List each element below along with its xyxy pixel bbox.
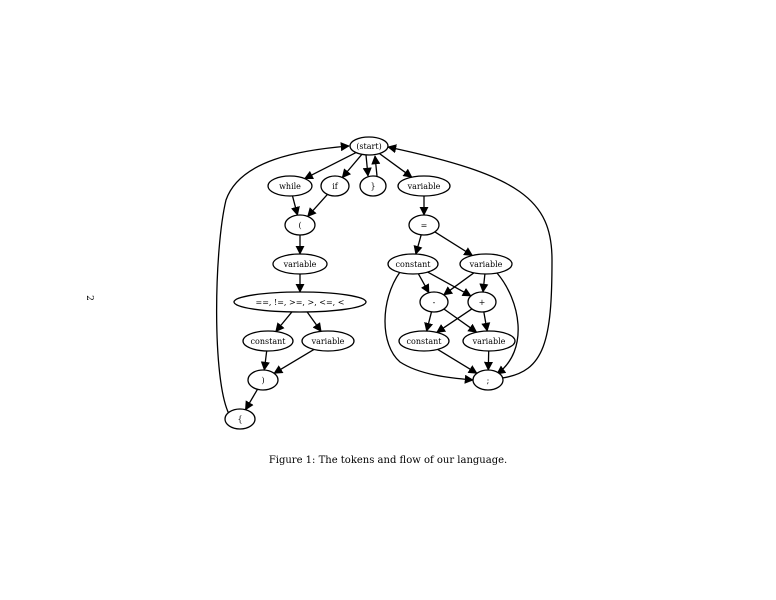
edge-rparen-to-lbrace — [244, 388, 259, 411]
node-var_top: variable — [397, 175, 451, 197]
edge-var_r1-to-minus — [443, 272, 475, 296]
node-const_l: constant — [242, 330, 294, 352]
edge-ops-to-const_l — [275, 311, 293, 333]
node-shape — [284, 214, 316, 236]
node-var_l: variable — [301, 330, 355, 352]
node-var_cond: variable — [272, 253, 328, 275]
node-label: constant — [396, 260, 432, 269]
node-label: constant — [251, 337, 287, 346]
edge-const_r1-to-semi — [384, 271, 474, 384]
edge-var_l-to-rparen — [273, 348, 315, 374]
node-shape — [472, 369, 504, 391]
node-var_r2: variable — [462, 330, 516, 352]
node-rparen: ) — [247, 369, 279, 391]
node-label: ==, !=, >=, >, <=, < — [256, 298, 345, 307]
node-minus: - — [419, 291, 449, 313]
node-label: - — [433, 298, 436, 307]
edge-eq-to-var_r1 — [434, 231, 474, 257]
node-start: (start) — [349, 136, 389, 156]
edge-start-to-if — [341, 153, 363, 179]
node-label: { — [237, 415, 242, 424]
node-lbrace: { — [224, 408, 256, 430]
node-label: (start) — [356, 142, 381, 151]
node-shape — [398, 330, 450, 352]
edge-minus-to-var_r2 — [443, 308, 478, 333]
node-label: ( — [298, 221, 301, 230]
figure-caption: Figure 1: The tokens and flow of our lan… — [268, 455, 508, 466]
node-label: while — [279, 182, 301, 191]
node-label: ) — [261, 376, 264, 385]
node-if: if — [320, 175, 350, 197]
node-shape — [408, 214, 440, 236]
node-shape — [397, 175, 451, 197]
node-while: while — [267, 175, 313, 197]
edge-ops-to-var_l — [306, 311, 322, 333]
node-shape — [301, 330, 355, 352]
node-var_r1: variable — [459, 253, 513, 275]
node-semi: ; — [472, 369, 504, 391]
node-label: } — [370, 182, 375, 191]
edges-layer — [215, 142, 553, 415]
node-label: + — [479, 298, 486, 307]
edge-semi-to-start — [387, 144, 553, 379]
node-const_r1: constant — [387, 253, 439, 275]
node-shape — [359, 175, 387, 197]
node-shape — [272, 253, 328, 275]
node-label: variable — [472, 337, 506, 346]
edge-rbrace-to-start — [371, 155, 381, 177]
edge-var_r1-to-semi — [496, 272, 519, 375]
edge-plus-to-var_r2 — [481, 311, 491, 332]
node-shape — [462, 330, 516, 352]
node-label: variable — [311, 337, 345, 346]
edge-var_r1-to-plus — [479, 273, 489, 293]
node-shape — [224, 408, 256, 430]
node-label: if — [332, 182, 339, 191]
node-shape — [233, 291, 367, 313]
edge-while-to-lparen — [291, 195, 300, 216]
nodes-layer: (start) while if} variable ( = variable constan… — [224, 136, 516, 430]
edge-const_r2-to-semi — [437, 348, 478, 374]
node-label: = — [421, 221, 428, 230]
node-shape — [387, 253, 439, 275]
node-ops: ==, !=, >=, >, <=, < — [233, 291, 367, 313]
node-shape — [459, 253, 513, 275]
node-shape — [349, 136, 389, 156]
node-shape — [320, 175, 350, 197]
edge-plus-to-const_r2 — [436, 308, 473, 333]
node-label: variable — [469, 260, 503, 269]
edge-start-to-var_top — [379, 152, 413, 178]
node-shape — [242, 330, 294, 352]
edge-const_r1-to-plus — [427, 271, 472, 297]
node-label: variable — [407, 182, 441, 191]
node-label: variable — [283, 260, 317, 269]
node-shape — [247, 369, 279, 391]
node-shape — [419, 291, 449, 313]
node-eq: = — [408, 214, 440, 236]
node-lparen: ( — [284, 214, 316, 236]
edge-const_r1-to-minus — [417, 273, 430, 294]
edge-eq-to-const_r1 — [413, 234, 423, 255]
node-label: constant — [407, 337, 443, 346]
edge-const_l-to-rparen — [260, 350, 270, 371]
edge-start-to-while — [303, 152, 357, 180]
edge-start-to-rbrace — [362, 154, 372, 177]
edge-lbrace-to-start — [215, 142, 350, 415]
node-shape — [267, 175, 313, 197]
node-plus: + — [467, 291, 497, 313]
node-rbrace: } — [359, 175, 387, 197]
node-label: ; — [487, 376, 490, 385]
node-const_r2: constant — [398, 330, 450, 352]
edge-minus-to-const_r2 — [424, 311, 434, 332]
edge-if-to-lparen — [307, 193, 328, 218]
node-shape — [467, 291, 497, 313]
